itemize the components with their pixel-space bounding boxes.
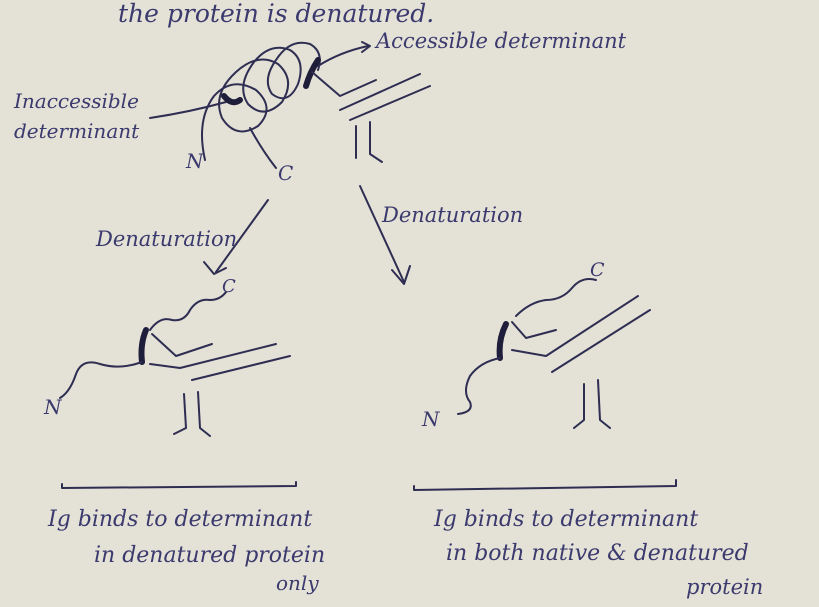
left-caption-line1: Ig binds to determinant — [47, 507, 312, 532]
native-foot — [355, 121, 383, 163]
denaturation-arrow-right — [359, 185, 405, 283]
right-n-terminus: N — [421, 407, 441, 431]
left-arm-long — [149, 343, 277, 369]
native-coil-tail — [249, 127, 277, 169]
denaturation-arrowhead-right — [391, 265, 411, 285]
left-n-strand — [59, 361, 143, 399]
accessible-pointer-line — [317, 45, 369, 67]
right-caption-line1: Ig binds to determinant — [433, 507, 698, 532]
left-caption-line3: only — [276, 571, 319, 595]
header-fragment: the protein is denatured. — [118, 0, 434, 28]
inaccessible-label-line2: determinant — [14, 119, 140, 143]
native-c-terminus: C — [278, 161, 293, 185]
accessible-pointer-arrowhead — [361, 41, 371, 53]
denaturation-label-left: Denaturation — [95, 227, 237, 251]
accessible-determinant-mark — [303, 57, 321, 89]
left-arm-long2 — [191, 355, 291, 381]
native-arm-long — [339, 73, 421, 111]
native-arm-upper — [311, 71, 377, 97]
right-n-strand — [457, 357, 501, 415]
denaturation-arrow-left — [215, 199, 269, 273]
inaccessible-pointer-line — [149, 101, 227, 119]
left-caption-bracket — [61, 481, 297, 489]
left-n-terminus: N — [43, 395, 63, 419]
right-foot — [573, 379, 611, 429]
inaccessible-label-line1: Inaccessible — [13, 89, 139, 113]
left-arm-upper — [151, 333, 213, 357]
right-arm-long2 — [551, 309, 651, 373]
right-caption-line3: protein — [686, 575, 763, 599]
right-arm-upper — [511, 321, 557, 339]
left-foot — [173, 391, 211, 437]
denaturation-label-right: Denaturation — [381, 203, 523, 227]
right-arm-long — [511, 295, 639, 357]
accessible-determinant-label: Accessible determinant — [374, 29, 627, 53]
denaturation-arrowhead-left — [203, 261, 227, 275]
right-caption-line2: in both native & denatured — [446, 541, 749, 566]
right-c-terminus: C — [590, 259, 605, 281]
left-c-strand — [149, 291, 227, 331]
right-c-strand — [515, 278, 597, 317]
left-caption-line2: in denatured protein — [94, 543, 325, 568]
native-n-terminus: N — [185, 149, 205, 173]
right-determinant-mark — [496, 321, 509, 361]
left-c-terminus: C — [222, 276, 236, 297]
inaccessible-determinant-mark — [221, 93, 243, 106]
native-arm-long2 — [349, 85, 431, 121]
right-caption-bracket — [413, 479, 677, 491]
left-determinant-mark — [138, 327, 149, 365]
native-coil — [201, 41, 321, 161]
